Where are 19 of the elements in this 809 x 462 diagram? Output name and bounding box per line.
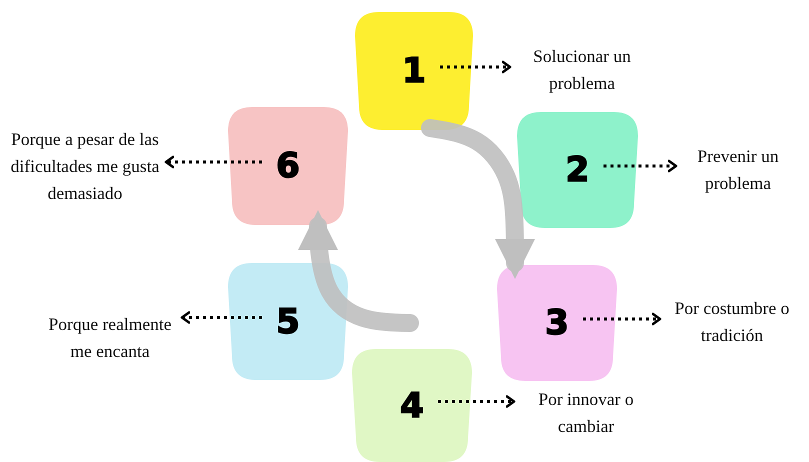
dotted-arrow <box>604 160 678 172</box>
step-number: 6 <box>276 146 300 186</box>
step-number: 4 <box>400 386 424 426</box>
step-number: 2 <box>566 150 590 190</box>
reason-text: Porque a pesar de las dificultades me gusta demasiado <box>10 128 160 204</box>
reason-text: Por innovar o cambiar <box>537 388 635 438</box>
dotted-arrow <box>438 395 516 408</box>
step-number: 5 <box>276 302 300 342</box>
step-number: 3 <box>545 303 569 343</box>
reason-text: Porque realmente me encanta <box>48 313 172 363</box>
reason-text: Por costumbre o tradición <box>674 297 790 347</box>
curved-arrow <box>298 210 419 332</box>
dotted-arrow <box>164 156 262 168</box>
dotted-arrow <box>180 311 262 324</box>
dotted-arrow <box>440 60 512 74</box>
reason-text: Prevenir un problema <box>696 145 780 195</box>
step-number: 1 <box>402 51 426 91</box>
dotted-arrow <box>583 312 662 326</box>
reason-text: Solucionar un problema <box>532 45 632 95</box>
